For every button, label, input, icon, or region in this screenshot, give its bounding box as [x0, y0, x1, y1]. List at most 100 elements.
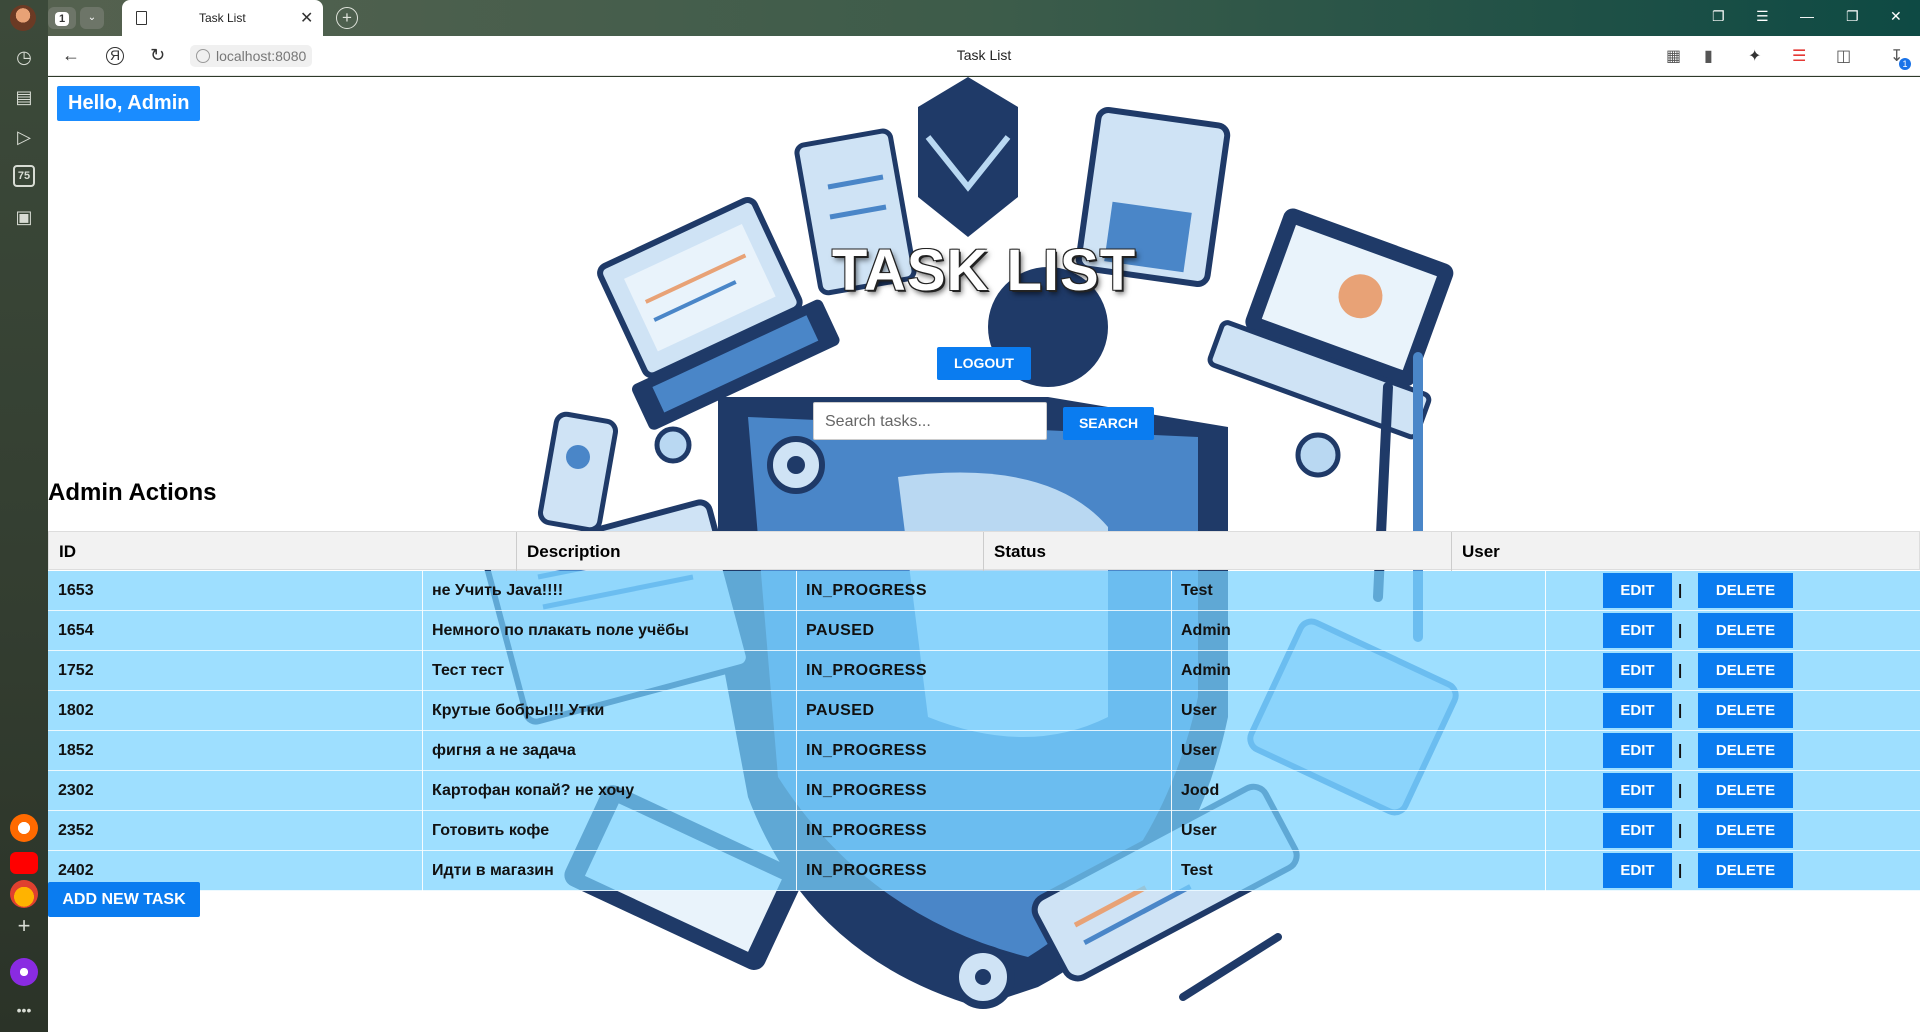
cell-status: IN_PROGRESS [806, 822, 928, 839]
collections-icon[interactable]: ▤ [15, 87, 33, 107]
cell-divider [1171, 611, 1172, 651]
sidebar-badge-icon[interactable]: 75 [13, 165, 35, 187]
delete-button[interactable]: DELETE [1698, 573, 1793, 608]
edit-button[interactable]: EDIT [1603, 853, 1672, 888]
back-icon[interactable]: ← [62, 45, 80, 65]
reader-icon[interactable]: ☰ [1792, 48, 1807, 65]
delete-button[interactable]: DELETE [1698, 653, 1793, 688]
minimize-icon[interactable]: — [1800, 8, 1814, 24]
action-separator: | [1678, 582, 1683, 599]
cell-description: не Учить Java!!!! [432, 582, 564, 599]
address-bar: ← Я ↻ localhost:8080 Task List ▦ ▮ ✦ ☰ ◫… [48, 36, 1920, 76]
cell-description: Готовить кофе [432, 822, 550, 839]
collections-toolbar-icon[interactable]: ◫ [1836, 48, 1852, 65]
column-header-user: User [1462, 542, 1500, 561]
menu-icon[interactable]: ☰ [1756, 8, 1769, 24]
cell-divider [1545, 611, 1546, 651]
edit-button[interactable]: EDIT [1603, 653, 1672, 688]
screenshot-icon[interactable]: ▣ [15, 207, 33, 227]
more-icon[interactable]: ••• [16, 1002, 32, 1018]
tab-count: 1 [55, 12, 69, 26]
cell-status: IN_PROGRESS [806, 582, 928, 599]
greeting-badge: Hello, Admin [57, 86, 201, 121]
cell-divider [422, 611, 423, 651]
delete-button[interactable]: DELETE [1698, 733, 1793, 768]
delete-button[interactable]: DELETE [1698, 773, 1793, 808]
cell-id: 1653 [58, 582, 94, 599]
video-icon[interactable]: ▷ [17, 127, 31, 147]
cell-divider [1171, 651, 1172, 691]
cell-id: 1654 [58, 622, 94, 639]
cell-user: Test [1181, 582, 1213, 599]
cell-id: 2352 [58, 822, 94, 839]
cell-divider [1545, 851, 1546, 891]
history-icon[interactable]: ◷ [16, 47, 32, 67]
cell-status: IN_PROGRESS [806, 862, 928, 879]
restore-icon[interactable]: ❐ [1846, 8, 1859, 24]
assistant-icon[interactable] [10, 958, 38, 986]
cell-status: IN_PROGRESS [806, 662, 928, 679]
translate-icon[interactable]: ▦ [1666, 48, 1682, 65]
tab-list-chevron-down-icon[interactable]: ⌄ [80, 7, 104, 29]
edit-button[interactable]: EDIT [1603, 573, 1672, 608]
action-separator: | [1678, 702, 1683, 719]
bookmark-panel-icon[interactable]: ❐ [1712, 8, 1725, 24]
cell-divider [1171, 691, 1172, 731]
tab-count-button[interactable]: 1 [48, 7, 76, 29]
youtube-icon[interactable] [10, 852, 38, 874]
edit-button[interactable]: EDIT [1603, 773, 1672, 808]
search-input[interactable]: Search tasks... [813, 402, 1047, 440]
cell-id: 1802 [58, 702, 94, 719]
new-tab-plus-icon[interactable]: + [336, 7, 358, 29]
page-heading: TASK LIST [831, 238, 1137, 303]
add-panel-icon[interactable]: + [17, 913, 31, 938]
close-tab-icon[interactable]: ✕ [300, 10, 314, 27]
cell-divider [1171, 571, 1172, 611]
browser-app-icon[interactable] [10, 880, 38, 908]
delete-button[interactable]: DELETE [1698, 813, 1793, 848]
cell-status: PAUSED [806, 702, 875, 719]
cell-divider [1171, 851, 1172, 891]
music-app-icon[interactable] [10, 814, 38, 842]
edit-button[interactable]: EDIT [1603, 813, 1672, 848]
cell-divider [796, 691, 797, 731]
delete-button[interactable]: DELETE [1698, 613, 1793, 648]
cell-user: User [1181, 702, 1217, 719]
search-button[interactable]: SEARCH [1063, 407, 1154, 440]
cell-description: Немного по плакать поле учёбы [432, 622, 689, 639]
edit-button[interactable]: EDIT [1603, 693, 1672, 728]
cell-divider [422, 851, 423, 891]
yandex-icon[interactable]: Я [106, 47, 124, 65]
delete-button[interactable]: DELETE [1698, 693, 1793, 728]
action-separator: | [1678, 822, 1683, 839]
reload-icon[interactable]: ↻ [150, 45, 166, 65]
cell-divider [1545, 691, 1546, 731]
browser-sidebar: ◷ ▤ ▷ 75 ▣ + ••• [0, 0, 48, 1032]
bookmark-icon[interactable]: ▮ [1704, 48, 1713, 65]
add-new-task-button[interactable]: ADD NEW TASK [48, 882, 200, 917]
cell-divider [796, 731, 797, 771]
logout-button[interactable]: LOGOUT [937, 347, 1031, 380]
tab-title: Task List [199, 11, 246, 25]
action-separator: | [1678, 622, 1683, 639]
close-window-icon[interactable]: ✕ [1890, 8, 1902, 24]
tab-strip [48, 0, 1920, 36]
browser-tab[interactable]: Task List ✕ [122, 0, 323, 36]
delete-button[interactable]: DELETE [1698, 853, 1793, 888]
cell-id: 1852 [58, 742, 94, 759]
cell-divider [1545, 771, 1546, 811]
edit-button[interactable]: EDIT [1603, 733, 1672, 768]
profile-avatar[interactable] [10, 5, 36, 31]
column-header-description: Description [517, 532, 984, 571]
extension-icon[interactable]: ✦ [1748, 48, 1762, 65]
cell-description: Идти в магазин [432, 862, 554, 879]
url-field[interactable]: localhost:8080 [190, 45, 313, 67]
edit-button[interactable]: EDIT [1603, 613, 1672, 648]
cell-divider [796, 571, 797, 611]
